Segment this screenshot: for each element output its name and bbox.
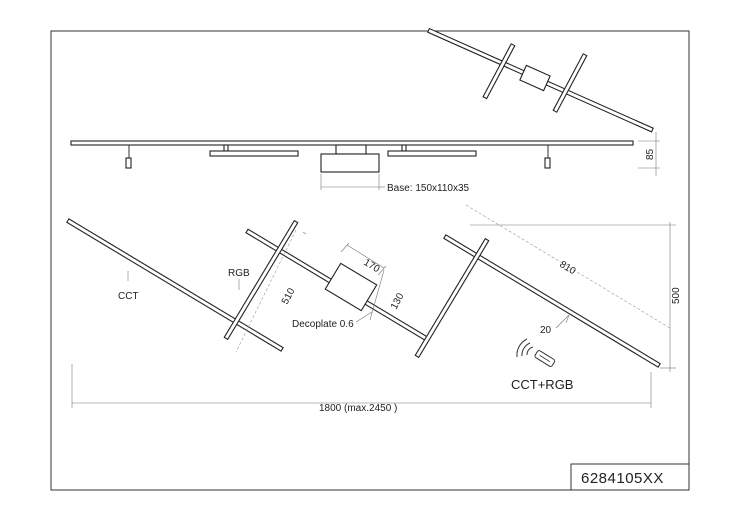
width-dimension-label: 1800 (max.2450 ) [319,403,397,414]
cct-label: CCT [118,291,139,302]
side-elevation-view [70,140,634,190]
remote-control-icon [534,350,556,367]
dim-20-label: 20 [540,325,552,336]
remote-label: CCT+RGB [511,377,573,392]
part-number-box [570,463,690,491]
rgb-label: RGB [228,268,250,279]
height-dimension [638,132,660,176]
part-number: 6284105XX [581,470,664,487]
plan-view [66,218,661,368]
dim-810-label: 810 [557,259,577,277]
dim-130-label: 130 [389,291,407,311]
top-perspective-view [427,27,654,133]
wireless-signal-icon [516,338,534,358]
dim-510-label: 510 [280,286,298,306]
drawing-frame [50,30,690,491]
dim-170-label: 170 [361,257,381,275]
height-label: 85 [645,148,656,160]
dim-500-label: 500 [671,287,682,304]
decoplate-label: Decoplate 0.6 [292,319,354,330]
base-dimension-label: Base: 150x110x35 [387,183,470,194]
plan-dimensions [71,204,676,408]
